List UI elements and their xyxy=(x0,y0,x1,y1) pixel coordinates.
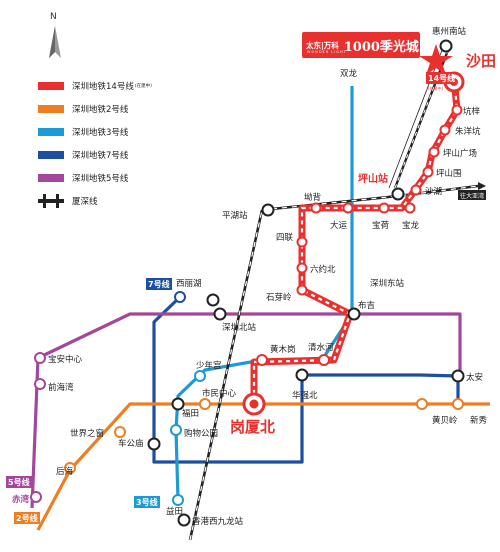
badge-line-3-bg xyxy=(134,496,160,508)
legend-swatch xyxy=(38,104,64,113)
badge-line-7: 7号线 xyxy=(146,278,172,290)
station-qingshuihe: 清水河 xyxy=(308,342,334,353)
station-shaoniangong: 少年宫 xyxy=(196,360,222,371)
badge-line-5-bg xyxy=(6,476,32,488)
compass-north-label: N xyxy=(50,12,57,22)
badge-line-2-bg xyxy=(14,512,40,524)
badge-line-7-bg xyxy=(146,278,172,290)
badge-line-2: 2号线 xyxy=(14,512,40,524)
highlight-gangxiabei: 岗厦北 xyxy=(230,418,275,436)
legend-rail-icon xyxy=(38,193,64,208)
badge-line-14: 14号线 xyxy=(426,72,455,84)
project-logo: 太东|万科 1000季光城 WONDER LIGHT xyxy=(302,32,420,58)
station-shenzhen-east: 深圳东站 xyxy=(370,278,405,289)
station-houhai: 后海 xyxy=(56,466,74,477)
legend-label: 深圳地铁7号线 xyxy=(72,150,129,161)
station-taian: 太安 xyxy=(466,372,483,383)
station-huaqiangbei: 华强北 xyxy=(292,390,318,401)
badge-line-14-bg xyxy=(426,72,452,84)
badge-line-14-label: 14号线 xyxy=(428,73,455,83)
station-qianhaiwan: 前海湾 xyxy=(48,382,74,393)
legend-swatch xyxy=(38,173,64,182)
map-legend: 深圳地铁14号线(在建中) 深圳地铁2号线 深圳地铁3号线 深圳地铁7号线 深圳… xyxy=(38,74,198,212)
legend-item-line2: 深圳地铁2号线 xyxy=(38,97,198,120)
badge-line-3-label: 3号线 xyxy=(136,497,158,507)
legend-note: (在建中) xyxy=(134,83,152,89)
highlight-pingshan-station: 坪山站 xyxy=(358,172,388,185)
station-pingshanwei: 坪山围 xyxy=(436,168,462,179)
station-huizhou-south: 惠州南站 xyxy=(432,26,467,37)
compass-icon xyxy=(49,26,61,58)
legend-item-line7: 深圳地铁7号线 xyxy=(38,143,198,166)
station-window-world: 世界之窗 xyxy=(70,428,104,439)
legend-swatch xyxy=(38,127,64,136)
station-civic-center: 市民中心 xyxy=(202,388,237,399)
station-chegongmiao: 车公庙 xyxy=(118,438,144,449)
station-shenzhen-north: 深圳北站 xyxy=(222,322,257,333)
highlight-shatian: 沙田 xyxy=(466,52,496,70)
legend-label: 深圳地铁2号线 xyxy=(72,104,129,115)
arrow-right-icon xyxy=(478,182,486,190)
line-2-route xyxy=(36,402,490,531)
project-star-icon xyxy=(419,44,453,75)
legend-item-xiashen: 厦深线 xyxy=(38,189,198,212)
station-silian: 四联 xyxy=(276,233,294,243)
station-yitian: 益田 xyxy=(166,506,183,517)
station-futian: 福田 xyxy=(182,408,199,419)
legend-label: 厦深线 xyxy=(72,196,98,207)
station-gouwu-park: 购物公园 xyxy=(184,428,218,439)
station-huangmugang: 黄木岗 xyxy=(270,344,296,355)
legend-label: 深圳地铁5号线 xyxy=(72,173,129,184)
dayawan-tag: 往大亚湾 xyxy=(458,190,486,200)
station-baolong: 宝龙 xyxy=(402,220,420,231)
station-liuyuebei: 六约北 xyxy=(310,264,336,275)
station-dayun: 大运 xyxy=(330,220,348,231)
logo-brand: 太东|万科 xyxy=(306,40,339,50)
badge-line-7-label: 7号线 xyxy=(148,279,170,289)
badge-line-2-label: 2号线 xyxy=(16,513,38,523)
badge-line-14-note: (在建中) xyxy=(428,85,444,91)
station-shiyaling: 石芽岭 xyxy=(266,292,292,303)
station-pinghu: 平湖站 xyxy=(222,210,248,221)
station-baohe: 宝荷 xyxy=(372,220,390,231)
legend-label: 深圳地铁14号线 xyxy=(72,81,134,92)
gangxiabei-marker xyxy=(242,392,266,416)
legend-item-line3: 深圳地铁3号线 xyxy=(38,120,198,143)
interchange-stations xyxy=(30,39,465,527)
legend-item-line5: 深圳地铁5号线 xyxy=(38,166,198,189)
station-shahu: 沙湖 xyxy=(425,187,442,197)
legend-item-line14: 深圳地铁14号线(在建中) xyxy=(38,74,198,97)
legend-label: 深圳地铁3号线 xyxy=(72,127,129,138)
station-kengzi: 坑梓 xyxy=(463,106,481,117)
station-xiebei: 坳背 xyxy=(304,192,322,203)
legend-swatch xyxy=(38,81,64,90)
station-zhuyangkeng: 朱洋坑 xyxy=(455,126,481,137)
badge-line-5-label: 5号线 xyxy=(8,477,30,487)
compass: N xyxy=(42,12,68,60)
line-14-stations xyxy=(296,104,463,296)
dayawan-tag-label: 往大亚湾 xyxy=(460,192,484,200)
station-buji: 布吉 xyxy=(358,300,375,311)
logo-sub: WONDER LIGHT xyxy=(307,50,347,54)
station-xilihu: 西丽湖 xyxy=(176,279,202,289)
station-hk-west-kowloon: 香港西九龙站 xyxy=(192,516,244,527)
station-xinxiu: 新秀 xyxy=(470,415,488,426)
station-baoan-center: 宝安中心 xyxy=(48,354,83,365)
dayawan-tag-bg xyxy=(458,190,486,200)
station-shuanglong: 双龙 xyxy=(340,68,358,79)
logo-name: 1000季光城 xyxy=(343,39,419,55)
badge-line-5: 5号线 xyxy=(6,476,32,488)
station-huangbeiling: 黄贝岭 xyxy=(432,415,458,426)
station-pingshan-plaza: 坪山广场 xyxy=(443,148,477,159)
legend-swatch xyxy=(38,150,64,159)
station-chiwan: 赤湾 xyxy=(12,494,30,505)
badge-line-3: 3号线 xyxy=(134,496,160,508)
